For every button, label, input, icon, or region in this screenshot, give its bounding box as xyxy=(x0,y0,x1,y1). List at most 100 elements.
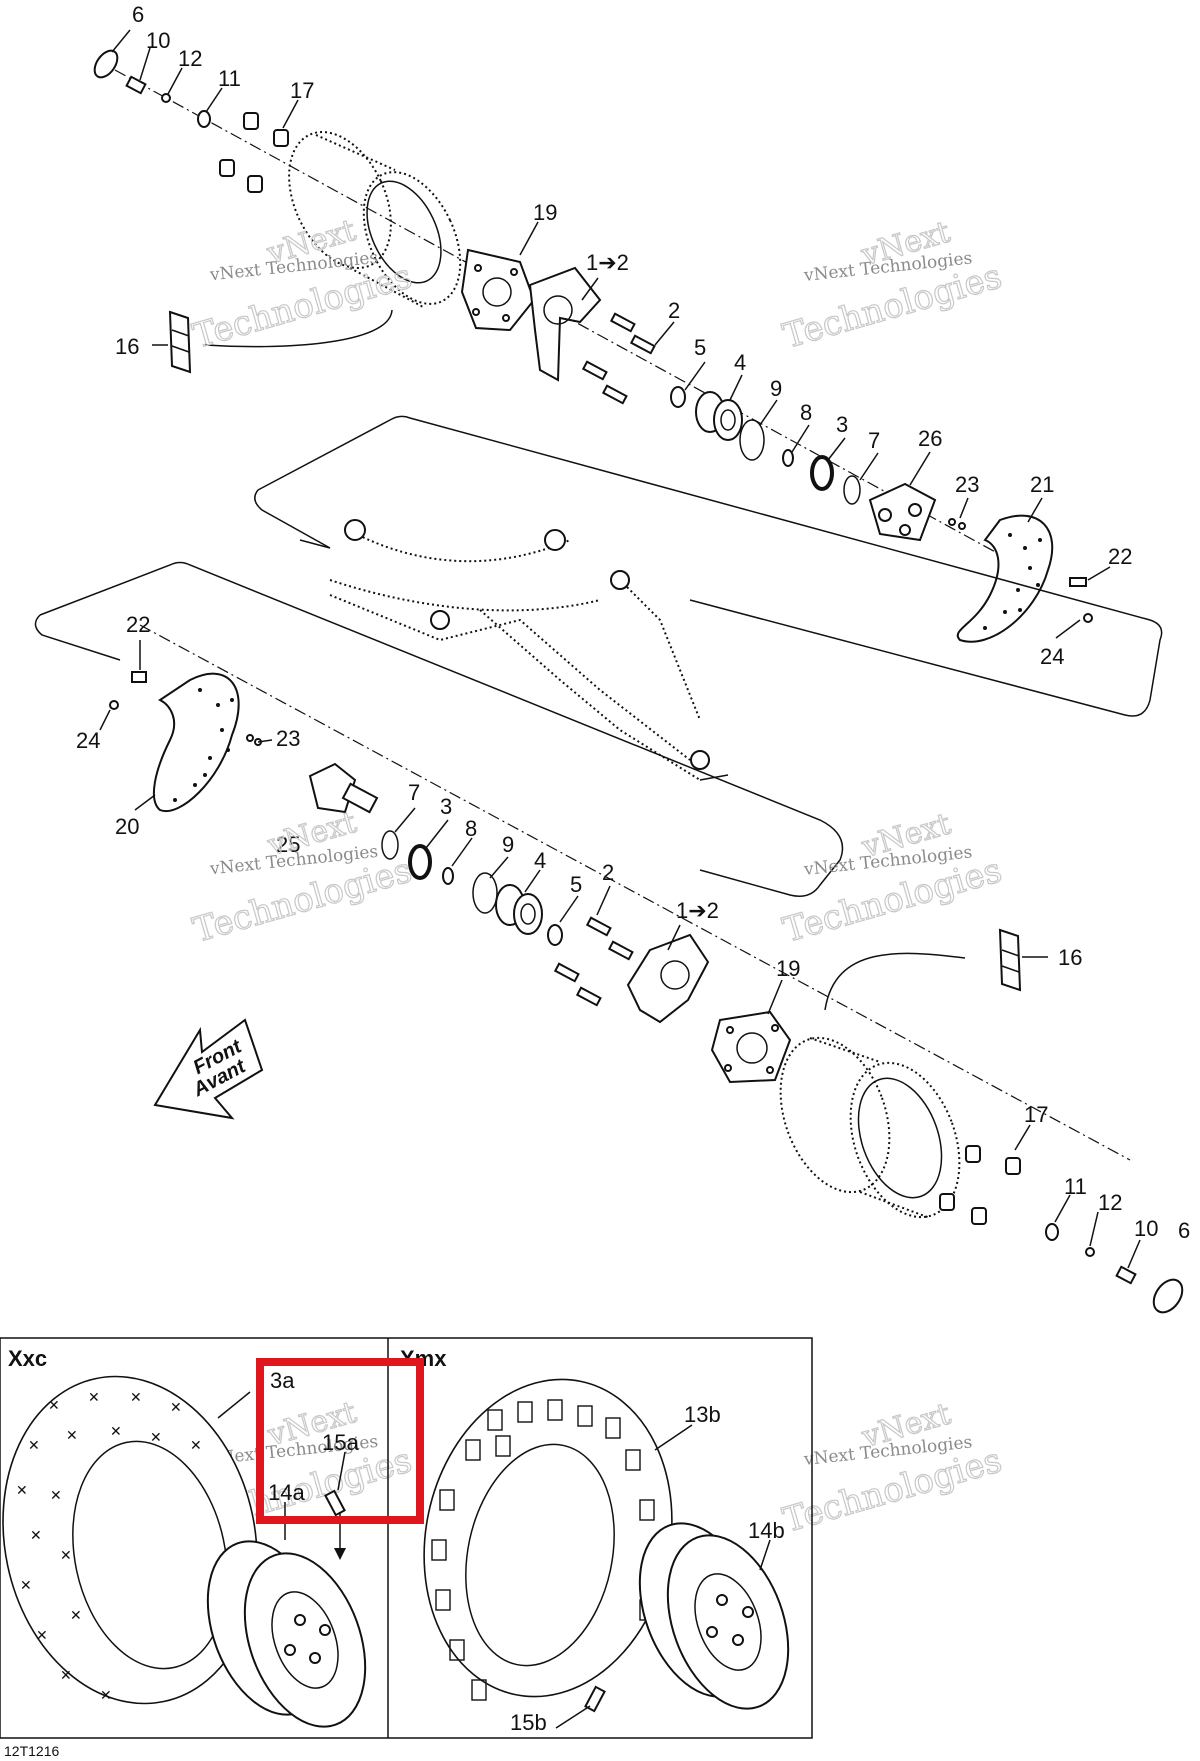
callout-4-lower: 4 xyxy=(534,848,546,873)
svg-text:✕: ✕ xyxy=(16,1482,28,1498)
assembly-outline-lower xyxy=(34,561,844,897)
svg-text:✕: ✕ xyxy=(150,1429,162,1445)
hub-25-lower xyxy=(308,762,379,814)
callout-15b: 15b xyxy=(510,1710,547,1735)
rim-14b xyxy=(638,1522,790,1710)
callout-11-lower: 11 xyxy=(1064,1174,1087,1199)
nut-11 xyxy=(197,110,211,128)
callout-5-lower: 5 xyxy=(570,872,582,897)
callout-6-lower: 6 xyxy=(1178,1218,1190,1243)
watermark-4: vNext vNext Technologies Technologies xyxy=(778,806,1007,951)
callout-11: 11 xyxy=(218,66,241,91)
svg-text:✕: ✕ xyxy=(60,1547,72,1563)
tire-xxc: ✕✕✕ ✕✕✕ ✕✕✕ ✕✕✕ ✕✕✕ ✕✕✕ xyxy=(2,1375,258,1705)
valve-15b xyxy=(584,1685,606,1713)
callout-3: 3 xyxy=(836,412,848,437)
knuckle-1-lower xyxy=(626,933,710,1024)
callout-15a: 15a xyxy=(322,1430,359,1455)
washer-12-lower xyxy=(1085,1247,1095,1257)
assembly-outline-upper xyxy=(254,415,1163,717)
brake-disc-20 xyxy=(152,672,240,813)
callout-14b: 14b xyxy=(748,1518,785,1543)
watermark-6: vNext vNext Technologies Technologies xyxy=(778,1396,1007,1541)
callout-12-lower: 12 xyxy=(1098,1190,1122,1215)
svg-text:✕: ✕ xyxy=(36,1627,48,1643)
svg-text:✕: ✕ xyxy=(70,1607,82,1623)
lug-nuts-17-lower xyxy=(939,1145,1021,1225)
svg-text:✕: ✕ xyxy=(190,1437,202,1453)
callout-14a: 14a xyxy=(268,1480,305,1505)
callout-12: 12 xyxy=(178,46,202,71)
svg-text:✕: ✕ xyxy=(50,1487,62,1503)
callout-23: 23 xyxy=(955,472,979,497)
spacer-5-lower xyxy=(547,924,563,946)
suspension-a-arms xyxy=(329,519,710,781)
callout-8-lower: 8 xyxy=(465,816,477,841)
callout-10: 10 xyxy=(146,28,170,53)
callout-1-2-lower: 1➔2 xyxy=(676,898,719,923)
clip-22-upper xyxy=(1069,577,1087,587)
callout-16-lower: 16 xyxy=(1058,945,1082,970)
svg-text:✕: ✕ xyxy=(30,1527,42,1543)
watermark-2: vNext vNext Technologies Technologies xyxy=(778,214,1007,357)
callout-leaders xyxy=(99,29,1141,1269)
bolt-10 xyxy=(125,75,147,95)
label-16-upper xyxy=(168,309,393,374)
circlip-9-upper xyxy=(739,419,765,461)
callout-5: 5 xyxy=(694,335,706,360)
oring-7-lower xyxy=(381,830,399,860)
svg-text:✕: ✕ xyxy=(88,1389,100,1405)
callout-20: 20 xyxy=(115,814,139,839)
callout-2-lower: 2 xyxy=(602,860,614,885)
screw-24-lower xyxy=(109,700,119,710)
bolt-10-lower xyxy=(1115,1265,1137,1285)
watermarks: vNext vNext Technologies Technologies vN… xyxy=(188,212,1007,1541)
backing-plate-19-upper xyxy=(460,248,536,332)
svg-text:✕: ✕ xyxy=(130,1389,142,1405)
screws-23-lower xyxy=(246,734,262,746)
knuckle-1-upper xyxy=(528,266,602,382)
oring-7-upper xyxy=(843,475,861,505)
svg-text:✕: ✕ xyxy=(48,1397,60,1413)
front-direction-arrow: Front Avant xyxy=(153,1018,264,1120)
callout-24: 24 xyxy=(1040,644,1064,669)
callout-7: 7 xyxy=(868,428,880,453)
panel-label-left: Xxc xyxy=(8,1346,47,1371)
label-16-lower xyxy=(824,928,1022,1011)
callout-3a: 3a xyxy=(270,1368,295,1393)
drawing-reference: 12T1216 xyxy=(4,1743,59,1759)
callout-21: 21 xyxy=(1030,472,1054,497)
callout-2: 2 xyxy=(668,298,680,323)
callout-8: 8 xyxy=(800,400,812,425)
bolts-2-upper xyxy=(581,312,656,405)
callout-19-lower: 19 xyxy=(776,956,800,981)
backing-plate-19-lower xyxy=(710,1010,792,1084)
svg-text:✕: ✕ xyxy=(60,1667,72,1683)
wheel-rim-upper xyxy=(288,131,462,309)
rim-14a xyxy=(206,1540,367,1728)
svg-text:✕: ✕ xyxy=(28,1437,40,1453)
lower-assembly xyxy=(109,671,1184,1314)
callout-4: 4 xyxy=(734,350,746,375)
oring-8-upper xyxy=(782,449,794,467)
svg-text:✕: ✕ xyxy=(66,1427,78,1443)
callout-19: 19 xyxy=(533,200,557,225)
callout-24-lower: 24 xyxy=(76,728,100,753)
hub-26-upper xyxy=(868,482,937,542)
screws-23-upper xyxy=(948,518,966,530)
svg-text:✕: ✕ xyxy=(110,1423,122,1439)
callout-9-lower: 9 xyxy=(502,832,514,857)
screw-24-upper xyxy=(1083,613,1093,623)
callout-1-2: 1➔2 xyxy=(586,250,629,275)
callout-22: 22 xyxy=(1108,544,1132,569)
callout-17-lower: 17 xyxy=(1024,1102,1048,1127)
watermark-3: vNext vNext Technologies Technologies xyxy=(188,804,417,951)
callout-3-lower: 3 xyxy=(440,794,452,819)
callout-7-lower: 7 xyxy=(408,780,420,805)
clip-22-lower xyxy=(131,671,147,683)
spacer-5-upper xyxy=(670,386,686,408)
bearing-4-upper xyxy=(695,391,743,441)
seal-3-upper xyxy=(810,455,834,491)
svg-text:✕: ✕ xyxy=(20,1577,32,1593)
